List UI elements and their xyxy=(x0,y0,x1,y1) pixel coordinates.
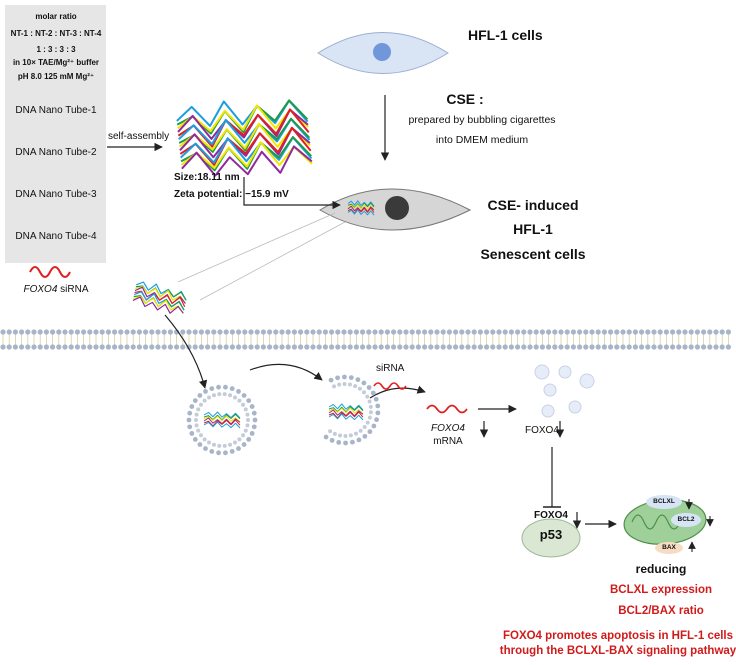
self-assembly-label: self-assembly xyxy=(108,131,170,142)
complex-foxo4-label: FOXO4 xyxy=(534,510,568,521)
legend-label-nt4: DNA Nano Tube-4 xyxy=(15,231,97,242)
hfl1-cells-title: HFL-1 cells xyxy=(468,27,543,43)
result-bcl2-bax-ratio: BCL2/BAX ratio xyxy=(618,605,704,617)
bclxl-tag: BCLXL xyxy=(653,498,675,505)
cell-membrane xyxy=(0,329,732,350)
bundle-to-cell-arrow xyxy=(243,177,341,210)
sirna-release-label: siRNA xyxy=(376,363,405,374)
endosome-vesicle-icon xyxy=(186,384,258,456)
legend-label-nt2: DNA Nano Tube-2 xyxy=(15,147,97,158)
ratio-names: NT-1 : NT-2 : NT-3 : NT-4 xyxy=(10,29,102,38)
legend-label-nt3: DNA Nano Tube-3 xyxy=(15,189,97,200)
hfl1-cell-icon xyxy=(317,32,449,74)
zoom-line-lower xyxy=(199,221,346,301)
zoom-line-upper xyxy=(177,212,336,283)
foxo4-mrna-gene-label: FOXO4 xyxy=(431,423,465,434)
endosome-escape-arrow xyxy=(249,363,323,381)
foxo4-sirna-wave-icon xyxy=(29,266,71,278)
legend-label-sirna: FOXO4 siRNA xyxy=(23,284,89,295)
nanotube-small-icon xyxy=(132,281,187,314)
conclusion-line2: through the BCLXL-BAX signaling pathway xyxy=(499,645,736,657)
bcl2-tag: BCL2 xyxy=(677,516,695,523)
foxo4-mrna-wave-icon xyxy=(426,404,468,414)
cse-description-line1: prepared by bubbling cigarettes xyxy=(408,114,556,126)
reducing-label: reducing xyxy=(635,562,687,576)
cse-description-line2: into DMEM medium xyxy=(435,134,529,146)
foxo4-protein-icons xyxy=(534,364,595,418)
senescent-label-line2: HFL-1 xyxy=(513,221,553,237)
foxo4-protein-label: FOXO4 xyxy=(525,425,559,436)
mrna-label: mRNA xyxy=(433,436,463,447)
cse-title: CSE : xyxy=(446,91,484,107)
buffer-conditions: pH 8.0 125 mM Mg²⁺ xyxy=(17,72,95,81)
senescent-cell-icon xyxy=(319,188,472,231)
legend-label-nt1: DNA Nano Tube-1 xyxy=(15,105,97,116)
open-endosome-icon xyxy=(323,374,381,446)
nanotube-in-cell-icon xyxy=(347,200,375,216)
mitochondrion-icon xyxy=(623,495,707,554)
endocytosis-arrow xyxy=(164,314,208,389)
free-sirna-icon xyxy=(373,382,407,390)
p53-label: p53 xyxy=(539,527,563,542)
buffer-label: in 10× TAE/Mg²⁺ buffer xyxy=(12,58,100,67)
senescent-label-line3: Senescent cells xyxy=(480,246,586,262)
legend-panel xyxy=(5,5,106,263)
dna-nanotube-bundle-large-icon xyxy=(176,99,313,177)
size-label: Size:18.11 nm xyxy=(174,172,240,183)
conclusion-line1: FOXO4 promotes apoptosis in HFL-1 cells xyxy=(502,630,734,642)
senescent-label-line1: CSE- induced xyxy=(487,197,579,213)
zeta-potential-label: Zeta potential: −15.9 mV xyxy=(174,189,289,200)
sirna-release-arrow xyxy=(369,385,426,399)
ratio-values: 1 : 3 : 3 : 3 xyxy=(36,45,76,54)
bax-tag: BAX xyxy=(662,544,676,551)
result-bclxl-expression: BCLXL expression xyxy=(609,584,713,596)
molar-ratio-title: molar ratio xyxy=(35,12,77,21)
p53-complex-icon xyxy=(521,518,581,558)
